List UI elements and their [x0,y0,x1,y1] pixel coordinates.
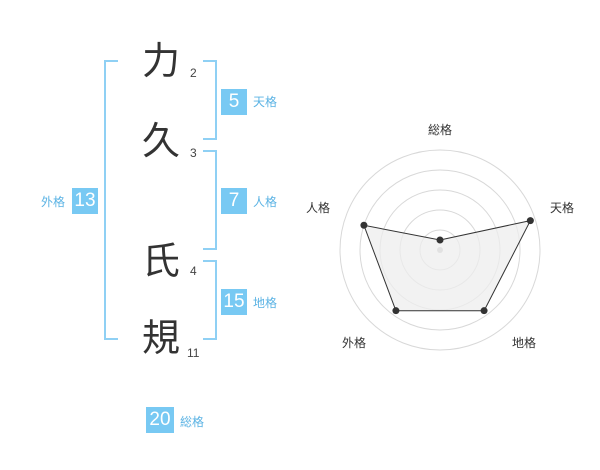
radar-axis-label-chikaku: 地格 [512,335,536,350]
jinkaku-bracket [203,150,217,250]
chikaku-label: 地格 [253,296,278,310]
radar-point-1 [526,217,534,225]
tenkaku-bracket [203,60,217,140]
radar-axis-label-soukaku: 総格 [428,122,452,137]
radar-ring [359,169,521,331]
tenkaku-label: 天格 [253,95,278,109]
tenkaku-value: 5 [221,89,247,115]
name-char-2: 久 [142,119,181,163]
name-char-4: 規 [142,316,181,360]
stroke-count-3: 4 [190,264,197,278]
jinkaku-value: 7 [221,188,247,214]
soukaku-value: 20 [146,407,174,433]
gaikaku-label: 外格 [41,195,66,209]
gaikaku-value: 13 [72,188,98,214]
name-char-1: 力 [142,39,181,83]
radar-data-area [363,219,532,312]
name-char-3: 氏 [142,239,181,283]
stroke-count-4: 11 [187,346,200,360]
radar-point-3 [392,307,400,315]
radar-axis-label-gaikaku: 外格 [342,335,366,350]
jinkaku-label: 人格 [253,195,278,209]
stroke-count-2: 3 [190,146,197,160]
soukaku-label: 総格 [180,415,205,429]
radar-axis-label-jinkaku: 人格 [306,200,330,215]
radar-point-4 [360,221,368,229]
radar-point-2 [480,307,488,315]
radar-point-0 [436,236,444,244]
radar-data-points [360,217,534,315]
gaikaku-bracket [104,60,118,340]
chikaku-value: 15 [221,289,247,315]
stroke-count-1: 2 [190,66,197,80]
radar-axis-label-tenkaku: 天格 [550,200,574,215]
chikaku-bracket [203,260,217,340]
